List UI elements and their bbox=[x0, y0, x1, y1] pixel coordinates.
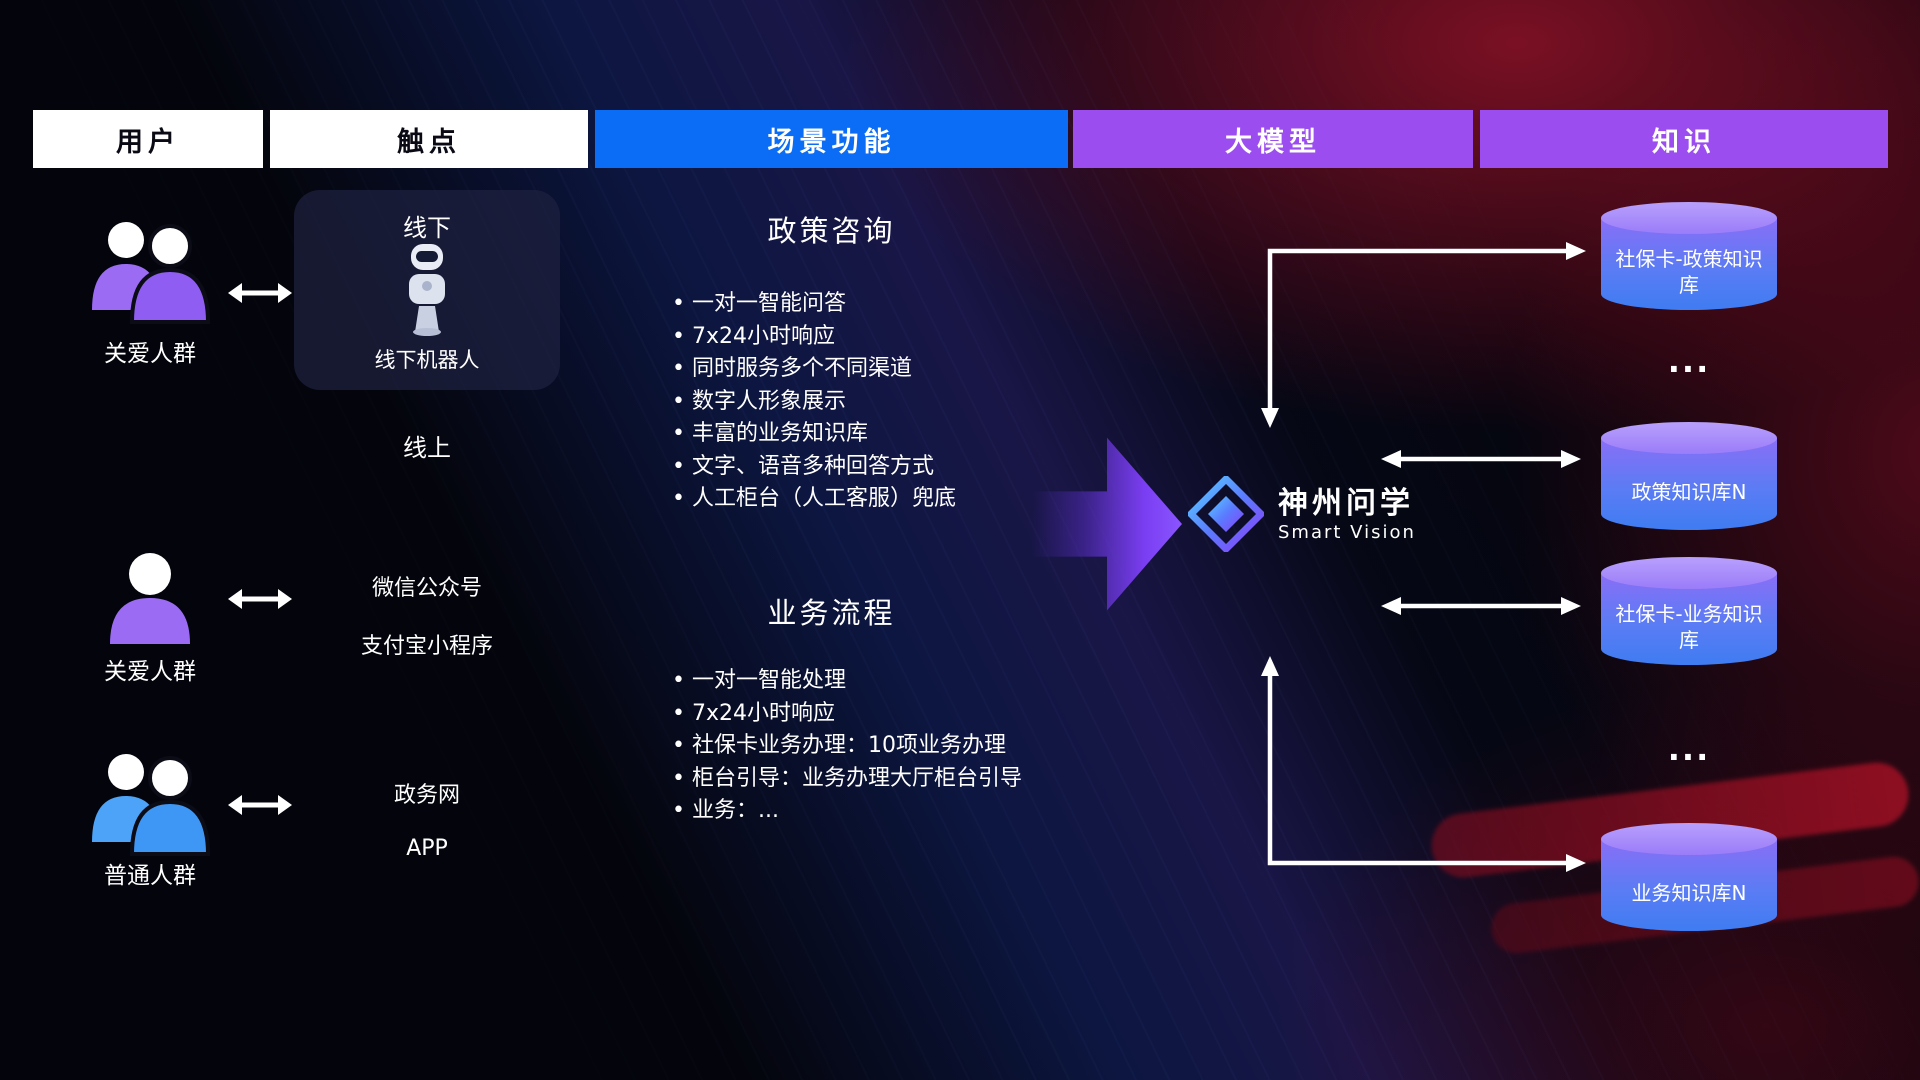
header-col-users: 用户 bbox=[33, 110, 263, 168]
knowledge-base-label: 社保卡-政策知识库 bbox=[1615, 247, 1763, 297]
touchpoint-wechat: 微信公众号 bbox=[371, 576, 482, 601]
care-person-icon bbox=[104, 548, 196, 650]
bidirectional-arrow bbox=[228, 792, 292, 822]
smart-vision-logo: 神州问学 Smart Vision bbox=[1186, 474, 1416, 556]
header-col-model: 大模型 bbox=[1073, 110, 1473, 168]
general-group-icon bbox=[88, 742, 212, 864]
header-col-touchpoints: 触点 bbox=[270, 110, 588, 168]
diamond-logo-icon bbox=[1186, 474, 1266, 556]
knowledge-base-label: 业务知识库N bbox=[1631, 881, 1747, 905]
header-col-knowledge: 知识 bbox=[1480, 110, 1888, 168]
knowledge-ellipsis: ... bbox=[1667, 342, 1711, 380]
business-feature: 7x24小时响应 bbox=[672, 698, 1022, 731]
logo-name: 神州问学 bbox=[1278, 486, 1414, 521]
offline-touchpoint-card: 线下 线下机器人 bbox=[294, 190, 560, 390]
knowledge-base-cylinder: 社保卡-业务知识库 bbox=[1601, 557, 1777, 665]
touchpoint-gov-web: 政务网 bbox=[393, 783, 460, 808]
business-feature: 一对一智能处理 bbox=[672, 665, 1022, 698]
knowledge-base-cylinder: 业务知识库N bbox=[1601, 823, 1777, 931]
knowledge-base-label: 政策知识库N bbox=[1631, 480, 1747, 504]
robot-icon bbox=[399, 242, 455, 340]
policy-feature: 7x24小时响应 bbox=[672, 321, 956, 354]
header-col-functions: 场景功能 bbox=[595, 110, 1068, 168]
business-feature: 柜台引导：业务办理大厅柜台引导 bbox=[672, 763, 1022, 796]
user-group-label: 普通人群 bbox=[104, 863, 196, 889]
cylinder-top bbox=[1601, 202, 1777, 234]
policy-feature: 数字人形象展示 bbox=[672, 386, 956, 419]
cylinder-top bbox=[1601, 557, 1777, 589]
cylinder-top bbox=[1601, 823, 1777, 855]
offline-robot-label: 线下机器人 bbox=[374, 348, 480, 372]
policy-feature: 丰富的业务知识库 bbox=[672, 418, 956, 451]
user-group-label: 关爱人群 bbox=[104, 659, 196, 685]
business-feature-list: 一对一智能处理 7x24小时响应 社保卡业务办理：10项业务办理 柜台引导：业务… bbox=[672, 665, 1022, 828]
policy-section-title: 政策咨询 bbox=[767, 214, 896, 248]
touchpoint-app: APP bbox=[406, 836, 448, 861]
policy-feature-list: 一对一智能问答 7x24小时响应 同时服务多个不同渠道 数字人形象展示 丰富的业… bbox=[672, 288, 956, 516]
policy-feature: 人工柜台（人工客服）兜底 bbox=[672, 483, 956, 516]
business-feature: 业务：... bbox=[672, 795, 1022, 828]
logo-text: 神州问学 Smart Vision bbox=[1278, 487, 1416, 545]
offline-title: 线下 bbox=[403, 214, 451, 242]
cylinder-top bbox=[1601, 422, 1777, 454]
online-title: 线上 bbox=[403, 434, 451, 462]
touchpoint-alipay: 支付宝小程序 bbox=[360, 634, 493, 659]
policy-feature: 文字、语音多种回答方式 bbox=[672, 451, 956, 484]
knowledge-ellipsis: ... bbox=[1667, 730, 1711, 768]
policy-feature: 同时服务多个不同渠道 bbox=[672, 353, 956, 386]
care-group-icon bbox=[88, 210, 212, 332]
logo-subtitle: Smart Vision bbox=[1278, 522, 1416, 543]
user-group-label: 关爱人群 bbox=[104, 341, 196, 367]
business-section-title: 业务流程 bbox=[767, 596, 896, 630]
knowledge-base-cylinder: 社保卡-政策知识库 bbox=[1601, 202, 1777, 310]
bidirectional-arrow bbox=[228, 586, 292, 616]
business-feature: 社保卡业务办理：10项业务办理 bbox=[672, 730, 1022, 763]
knowledge-base-cylinder: 政策知识库N bbox=[1601, 422, 1777, 530]
knowledge-base-label: 社保卡-业务知识库 bbox=[1615, 602, 1763, 652]
policy-feature: 一对一智能问答 bbox=[672, 288, 956, 321]
bidirectional-arrow bbox=[228, 280, 292, 310]
